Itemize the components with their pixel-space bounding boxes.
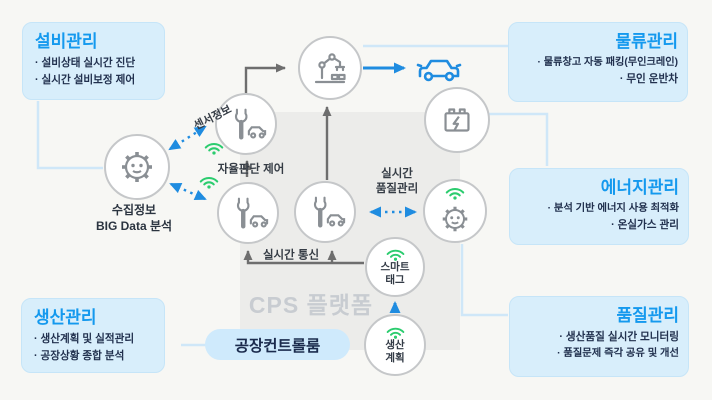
realtime-quality-label: 실시간 품질관리	[376, 167, 418, 197]
wifi-icon	[445, 188, 465, 200]
bigdata-caption: 수집정보 BIG Data 분석	[74, 202, 194, 234]
box-energy-management: 에너지관리 · 분석 기반 에너지 사용 최적화 · 온실가스 관리	[509, 168, 689, 245]
gray-arrows	[242, 63, 364, 265]
box-production-bullet-1: · 생산계획 및 실적관리	[34, 333, 135, 346]
box-logistics-bullet-1: · 물류창고 자동 패킹(무인크레인)	[537, 57, 678, 69]
box-logistics-bullet-2: · 무인 운반차	[619, 73, 678, 86]
node-maintenance-top	[215, 93, 277, 155]
battery-icon	[444, 108, 470, 132]
wifi-icon	[204, 143, 224, 155]
node-bigdata-analysis	[104, 134, 170, 200]
smart-tag-label-line2: 태그	[385, 274, 405, 286]
arrow-smarttag-to-wrench	[243, 250, 364, 265]
wifi-icon	[199, 177, 219, 189]
box-production-title: 생산관리	[34, 308, 97, 327]
robot-gear-icon	[442, 206, 468, 232]
wifi-icon	[386, 249, 404, 262]
cps-platform-zone	[240, 112, 460, 350]
car-icon	[416, 59, 462, 82]
node-maintenance-center	[294, 181, 356, 243]
node-production-plan: 생산 계획	[364, 314, 426, 376]
wrench-car-icon	[313, 196, 346, 228]
box-quality-title: 품질관리	[616, 306, 679, 325]
robot-gear-icon	[122, 152, 152, 182]
box-logistics-title: 물류관리	[615, 32, 678, 51]
autonomous-control-label: 자율판단 제어	[217, 163, 285, 176]
cps-platform-label: CPS 플랫폼	[248, 292, 374, 318]
wrench-car-icon	[234, 108, 267, 140]
robot-arm-icon	[314, 53, 346, 84]
box-equipment-title: 설비관리	[35, 32, 98, 51]
box-energy-bullet-1: · 분석 기반 에너지 사용 최적화	[547, 203, 679, 215]
node-energy-gear	[423, 179, 487, 243]
box-energy-bullet-2: · 온실가스 관리	[611, 219, 679, 232]
box-quality-bullet-1: · 생산품질 실시간 모니터링	[559, 331, 679, 344]
realtime-comm-label: 실시간 통신	[262, 249, 320, 262]
box-energy-title: 에너지관리	[600, 178, 679, 197]
wifi-icon	[386, 327, 404, 340]
connector-equipment	[36, 101, 103, 170]
prod-plan-label-line1: 생산	[385, 339, 405, 352]
prod-plan-label-line2: 계획	[385, 352, 405, 364]
blue-arrows	[363, 62, 406, 313]
factory-control-room-pill: 공장컨트롤룸	[205, 329, 350, 360]
connector-energy	[489, 112, 549, 166]
bigdata-label: BIG Data 분석	[95, 219, 173, 234]
node-battery	[424, 87, 490, 153]
box-connector-lines	[36, 44, 549, 347]
realtime-quality-line2: 품질관리	[375, 183, 419, 195]
arrow-wrench-to-robotarm	[244, 63, 286, 97]
node-robot-arm	[298, 36, 362, 100]
box-production-management: 생산관리 · 생산계획 및 실적관리 · 공장상황 종합 분석	[21, 298, 165, 373]
collected-info-label: 수집정보	[111, 203, 157, 217]
box-quality-management: 품질관리 · 생산품질 실시간 모니터링 · 품질문제 즉각 공유 및 개선	[509, 296, 689, 377]
box-quality-bullet-2: · 품질문제 즉각 공유 및 개선	[557, 347, 679, 359]
node-maintenance-left	[217, 182, 279, 244]
box-equipment-bullet-1: · 설비상태 실시간 진단	[35, 57, 136, 70]
box-equipment-bullet-2: · 실시간 설비보정 제어	[35, 73, 136, 86]
wrench-car-icon	[236, 197, 269, 229]
box-production-bullet-2: · 공장상황 종합 분석	[34, 349, 125, 362]
node-smart-tag: 스마트 태그	[365, 237, 425, 297]
realtime-quality-line1: 실시간	[381, 168, 413, 181]
connector-quality	[460, 244, 508, 317]
dotted-data-arrows	[168, 125, 417, 218]
smart-tag-label-line1: 스마트	[380, 261, 410, 274]
box-logistics-management: 물류관리 · 물류창고 자동 패킹(무인크레인) · 무인 운반차	[508, 22, 688, 102]
box-equipment-management: 설비관리 · 설비상태 실시간 진단 · 실시간 설비보정 제어	[22, 22, 165, 100]
